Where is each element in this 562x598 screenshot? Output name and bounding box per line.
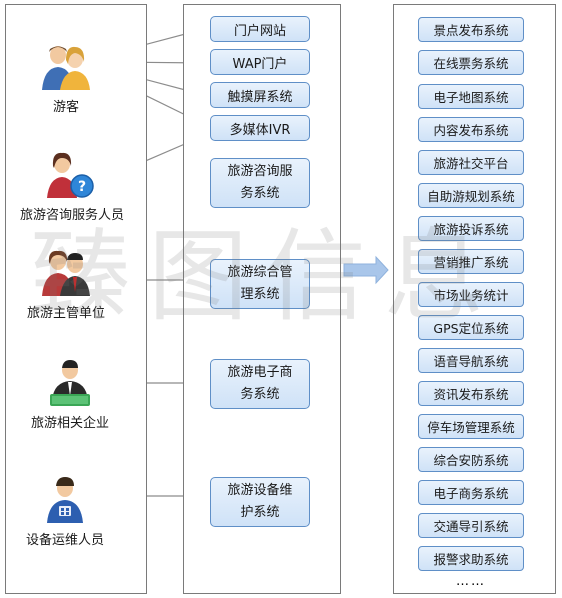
right-system-item[interactable]: 停车场管理系统: [418, 414, 524, 439]
actor-authority: 旅游主管单位: [0, 248, 136, 321]
big-arrow: [343, 255, 389, 285]
middle-system-portal[interactable]: 门户网站: [210, 16, 310, 42]
actor-maintenance: 设备运维人员: [0, 475, 135, 548]
right-system-item[interactable]: 市场业务统计: [418, 282, 524, 307]
maintenance-worker-icon: [47, 477, 83, 523]
actor-label-maintenance: 设备运维人员: [25, 533, 104, 548]
middle-system-manage[interactable]: 旅游综合管理系统: [210, 259, 310, 309]
actor-label-tourist: 游客: [52, 100, 79, 115]
svg-text:?: ?: [78, 179, 86, 195]
right-system-item[interactable]: 报警求助系统: [418, 546, 524, 571]
middle-system-wap[interactable]: WAP门户: [210, 49, 310, 75]
middle-system-consult[interactable]: 旅游咨询服务系统: [210, 158, 310, 208]
right-system-item[interactable]: 营销推广系统: [418, 249, 524, 274]
right-system-item[interactable]: 电子地图系统: [418, 84, 524, 109]
authority-officials-icon: [42, 250, 90, 296]
right-system-item[interactable]: 交通导引系统: [418, 513, 524, 538]
consultant-staff-icon: ?: [47, 152, 94, 198]
right-system-item[interactable]: 旅游投诉系统: [418, 216, 524, 241]
right-system-item[interactable]: 自助游规划系统: [418, 183, 524, 208]
actor-consult-staff: ? 旅游咨询服务人员: [2, 150, 142, 223]
right-system-item[interactable]: 在线票务系统: [418, 50, 524, 75]
businessman-icon: [50, 360, 90, 406]
tourist-couple-icon: [42, 46, 90, 90]
right-system-item[interactable]: 综合安防系统: [418, 447, 524, 472]
middle-system-commerce[interactable]: 旅游电子商务系统: [210, 359, 310, 409]
right-system-item[interactable]: 电子商务系统: [418, 480, 524, 505]
middle-system-touchscreen[interactable]: 触摸屏系统: [210, 82, 310, 108]
actor-label-authority: 旅游主管单位: [26, 306, 105, 321]
actor-tourist: 游客: [0, 42, 136, 115]
right-system-item[interactable]: 内容发布系统: [418, 117, 524, 142]
more-ellipsis: ……: [456, 574, 486, 589]
actor-enterprise: 旅游相关企业: [0, 358, 140, 431]
actor-label-consult-staff: 旅游咨询服务人员: [19, 208, 124, 223]
right-system-item[interactable]: 景点发布系统: [418, 17, 524, 42]
right-system-item[interactable]: 语音导航系统: [418, 348, 524, 373]
actor-label-enterprise: 旅游相关企业: [30, 416, 109, 431]
actors-panel: [5, 4, 147, 594]
right-system-item[interactable]: GPS定位系统: [418, 315, 524, 340]
right-system-item[interactable]: 旅游社交平台: [418, 150, 524, 175]
middle-system-device[interactable]: 旅游设备维护系统: [210, 477, 310, 527]
middle-system-ivr[interactable]: 多媒体IVR: [210, 115, 310, 141]
right-system-item[interactable]: 资讯发布系统: [418, 381, 524, 406]
